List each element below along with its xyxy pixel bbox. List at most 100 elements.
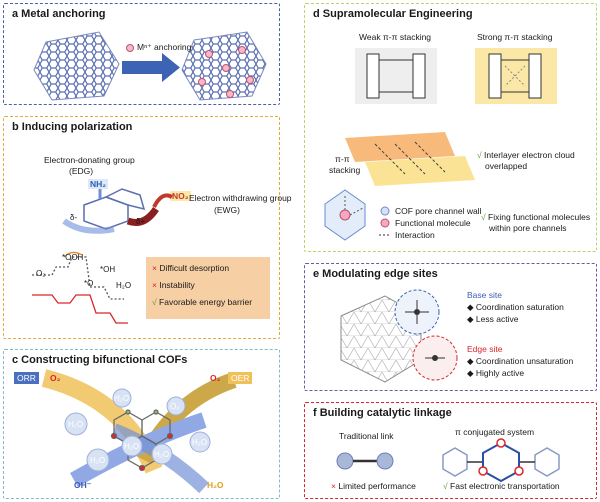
check-icon: √ [443, 481, 448, 491]
panel-f-graphic [336, 438, 560, 483]
pore-wall-icon [380, 206, 390, 216]
panel-d-graphic [324, 48, 557, 241]
weak-stacking-graphic [355, 48, 437, 104]
cof-network [110, 409, 174, 472]
h2o-label: H₂O [116, 281, 132, 290]
panel-e-title: e Modulating edge sites [313, 268, 438, 280]
base-point-1: ◆ Coordination saturation [467, 302, 564, 312]
panel-b-graphic [32, 188, 270, 324]
desc-text-2: Instability [159, 280, 195, 290]
base-site-label: Base site [467, 290, 502, 300]
fix-line-1: Fixing functional molecules [488, 212, 591, 222]
bubble-label-5: O₂ [170, 402, 180, 411]
edg-label: Electron-donating group [44, 155, 135, 165]
cof-sheet-plain [33, 31, 120, 101]
bubble-label-1: H₂O [68, 420, 84, 429]
delta-minus: δ- [70, 213, 78, 222]
cross-icon: × [152, 263, 157, 273]
o2-right-label: O₂ [210, 373, 221, 383]
desc-item-2: × Instability [152, 280, 272, 297]
fast-label: Fast electronic transportation [450, 481, 560, 491]
bubble-label-7: H₂O [192, 438, 208, 447]
bubble-label-4: H₂O [154, 450, 170, 459]
panel-f: f Building catalytic linkage Traditional… [304, 402, 597, 499]
weak-stacking-label: Weak π-π stacking [359, 32, 432, 42]
legend-functional-molecule: Functional molecule [395, 218, 471, 228]
panel-a-graphic [33, 31, 267, 101]
desc-text-1: Difficult desorption [159, 263, 230, 273]
anchor-label: Mⁿ⁺ anchoring [137, 42, 192, 52]
oh-label: *OH [100, 265, 116, 274]
traditional-label: Traditional link [339, 431, 394, 441]
fast-text: √ Fast electronic transportation [443, 481, 560, 491]
legend-pore-wall: COF pore channel wall [395, 206, 482, 216]
oh-label: OH⁻ [74, 480, 92, 490]
o2-label: O₂ [36, 269, 46, 278]
panel-a-title: a Metal anchoring [12, 8, 106, 20]
fix-line-2: within pore channels [489, 223, 567, 233]
polarized-ring [62, 188, 159, 234]
panel-d-title: d Supramolecular Engineering [313, 8, 473, 20]
base-point-2: ◆ Less active [467, 314, 519, 324]
orr-badge: ORR [14, 372, 39, 384]
functional-molecule-icon [380, 218, 390, 228]
anchoring-arrow [122, 53, 180, 82]
cross-icon: × [331, 481, 336, 491]
panel-b: b Inducing polarization Electron-donatin… [3, 116, 292, 339]
panel-e-graphic [340, 289, 458, 383]
pi-stacking-label-2: stacking [329, 165, 361, 175]
edg-abbrev: (EDG) [69, 166, 94, 176]
ewg-label: Electron withdrawing group [189, 193, 292, 203]
overlap-line-1: Interlayer electron cloud [484, 150, 575, 160]
panel-a: a Metal anchoring Mⁿ⁺ anchoring [3, 3, 280, 105]
ewg-arrow [152, 193, 174, 208]
desc-list: × Difficult desorption × Instability √ F… [152, 263, 272, 314]
desc-item-1: × Difficult desorption [152, 263, 272, 280]
panel-e: e Modulating edge sites Base site ◆ Coor… [304, 263, 597, 391]
conjugated-label: π conjugated system [455, 427, 535, 437]
desc-text-3: Favorable energy barrier [159, 297, 253, 307]
energy-diagram [32, 251, 128, 324]
oer-badge: OER [228, 372, 253, 384]
metal-ion-icon [126, 44, 134, 52]
desc-item-3: √ Favorable energy barrier [152, 297, 272, 314]
panel-c: c Constructing bifunctional COFs [3, 349, 280, 499]
bubble-label-2: H₂O [90, 456, 106, 465]
legend-interaction: Interaction [395, 230, 435, 240]
panel-c-graphic [41, 369, 237, 494]
pi-stacking-label-1: π-π [335, 154, 350, 164]
panel-d: d Supramolecular Engineering Weak π-π st… [304, 3, 597, 252]
ooh-label: *OOH [62, 253, 84, 262]
strong-stacking-graphic [475, 48, 557, 104]
edge-point-1: ◆ Coordination unsaturation [467, 356, 574, 366]
conjugated-system-graphic [442, 438, 560, 483]
limited-text: × Limited performance [331, 481, 416, 491]
panel-c-title: c Constructing bifunctional COFs [12, 354, 188, 366]
check-icon: √ [481, 212, 486, 222]
edge-point-2-text: Highly active [475, 368, 525, 378]
desc-box [146, 257, 270, 319]
check-icon: √ [152, 297, 157, 307]
panel-f-title: f Building catalytic linkage [313, 407, 452, 419]
stacked-layers [345, 132, 475, 186]
edge-point-2: ◆ Highly active [467, 368, 525, 378]
edge-site-label: Edge site [467, 344, 503, 354]
traditional-link-graphic [336, 452, 394, 470]
cross-icon: × [152, 280, 157, 290]
pore-hexagon [324, 189, 366, 241]
panel-b-title: b Inducing polarization [12, 121, 133, 133]
cof-sheet-anchored [181, 31, 267, 101]
strong-stacking-label: Strong π-π stacking [477, 32, 553, 42]
bubbles [64, 388, 211, 472]
nh2-label: NH₂ [88, 179, 109, 189]
fix-text: √ Fixing functional molecules [481, 212, 590, 222]
bubble-label-6: H₂O [114, 394, 130, 403]
base-point-2-text: Less active [475, 314, 519, 324]
base-point-1-text: Coordination saturation [475, 302, 564, 312]
limited-label: Limited performance [338, 481, 416, 491]
delta-plus: δ+ [136, 217, 146, 226]
check-icon: √ [477, 150, 482, 160]
no2-label: NO₂ [170, 191, 191, 201]
edge-point-1-text: Coordination unsaturation [475, 356, 574, 366]
h2o-label: H₂O [207, 480, 224, 490]
